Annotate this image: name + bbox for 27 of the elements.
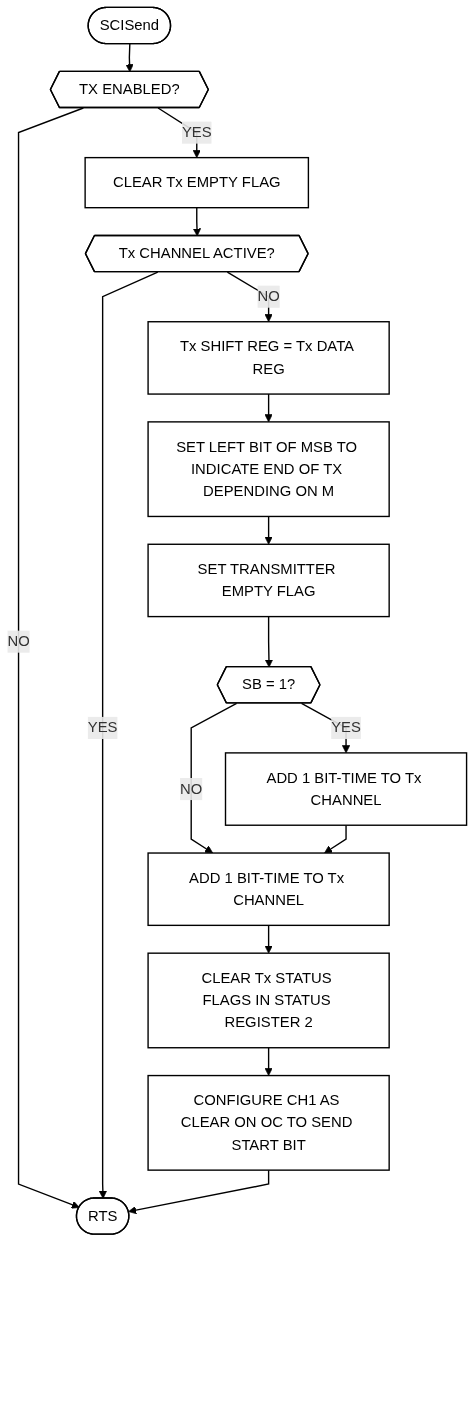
arrow	[226, 271, 273, 323]
arrow	[264, 393, 273, 423]
arrow	[125, 43, 134, 73]
arrow	[264, 1047, 273, 1076]
arrow	[192, 207, 202, 237]
arrow	[324, 824, 347, 854]
edge-label: YES	[181, 124, 212, 141]
edge-label: NO	[180, 780, 203, 797]
node-box: CLEAR Tx EMPTY FLAG	[84, 156, 310, 209]
arrow	[264, 515, 273, 545]
node-box: ADD 1 BIT-TIME TO Tx CHANNEL	[147, 852, 390, 927]
edge-label: NO	[7, 633, 30, 650]
edge-label: YES	[87, 719, 118, 736]
node-box: Tx SHIFT REG = Tx DATA REG	[147, 321, 390, 395]
node-box: SET TRANSMITTER EMPTY FLAG	[147, 543, 390, 618]
edge-label: YES	[331, 719, 361, 736]
arrow	[98, 271, 159, 1199]
edge-label: NO	[257, 288, 280, 305]
node-box: CONFIGURE CH1 AS CLEAR ON OC TO SEND START BIT	[147, 1074, 390, 1171]
arrow	[17, 107, 85, 1209]
arrow	[264, 924, 273, 954]
node-box: SET LEFT BIT OF MSB TO INDICATE END OF TX DEPENDING ON M	[147, 421, 390, 518]
arrow	[128, 1169, 270, 1215]
arrow	[190, 702, 238, 854]
node-box: ADD 1 BIT-TIME TO Tx CHANNEL	[224, 752, 468, 826]
arrow	[264, 615, 274, 668]
node-box: CLEAR Tx STATUS FLAGS IN STATUS REGISTER 2	[147, 952, 390, 1049]
